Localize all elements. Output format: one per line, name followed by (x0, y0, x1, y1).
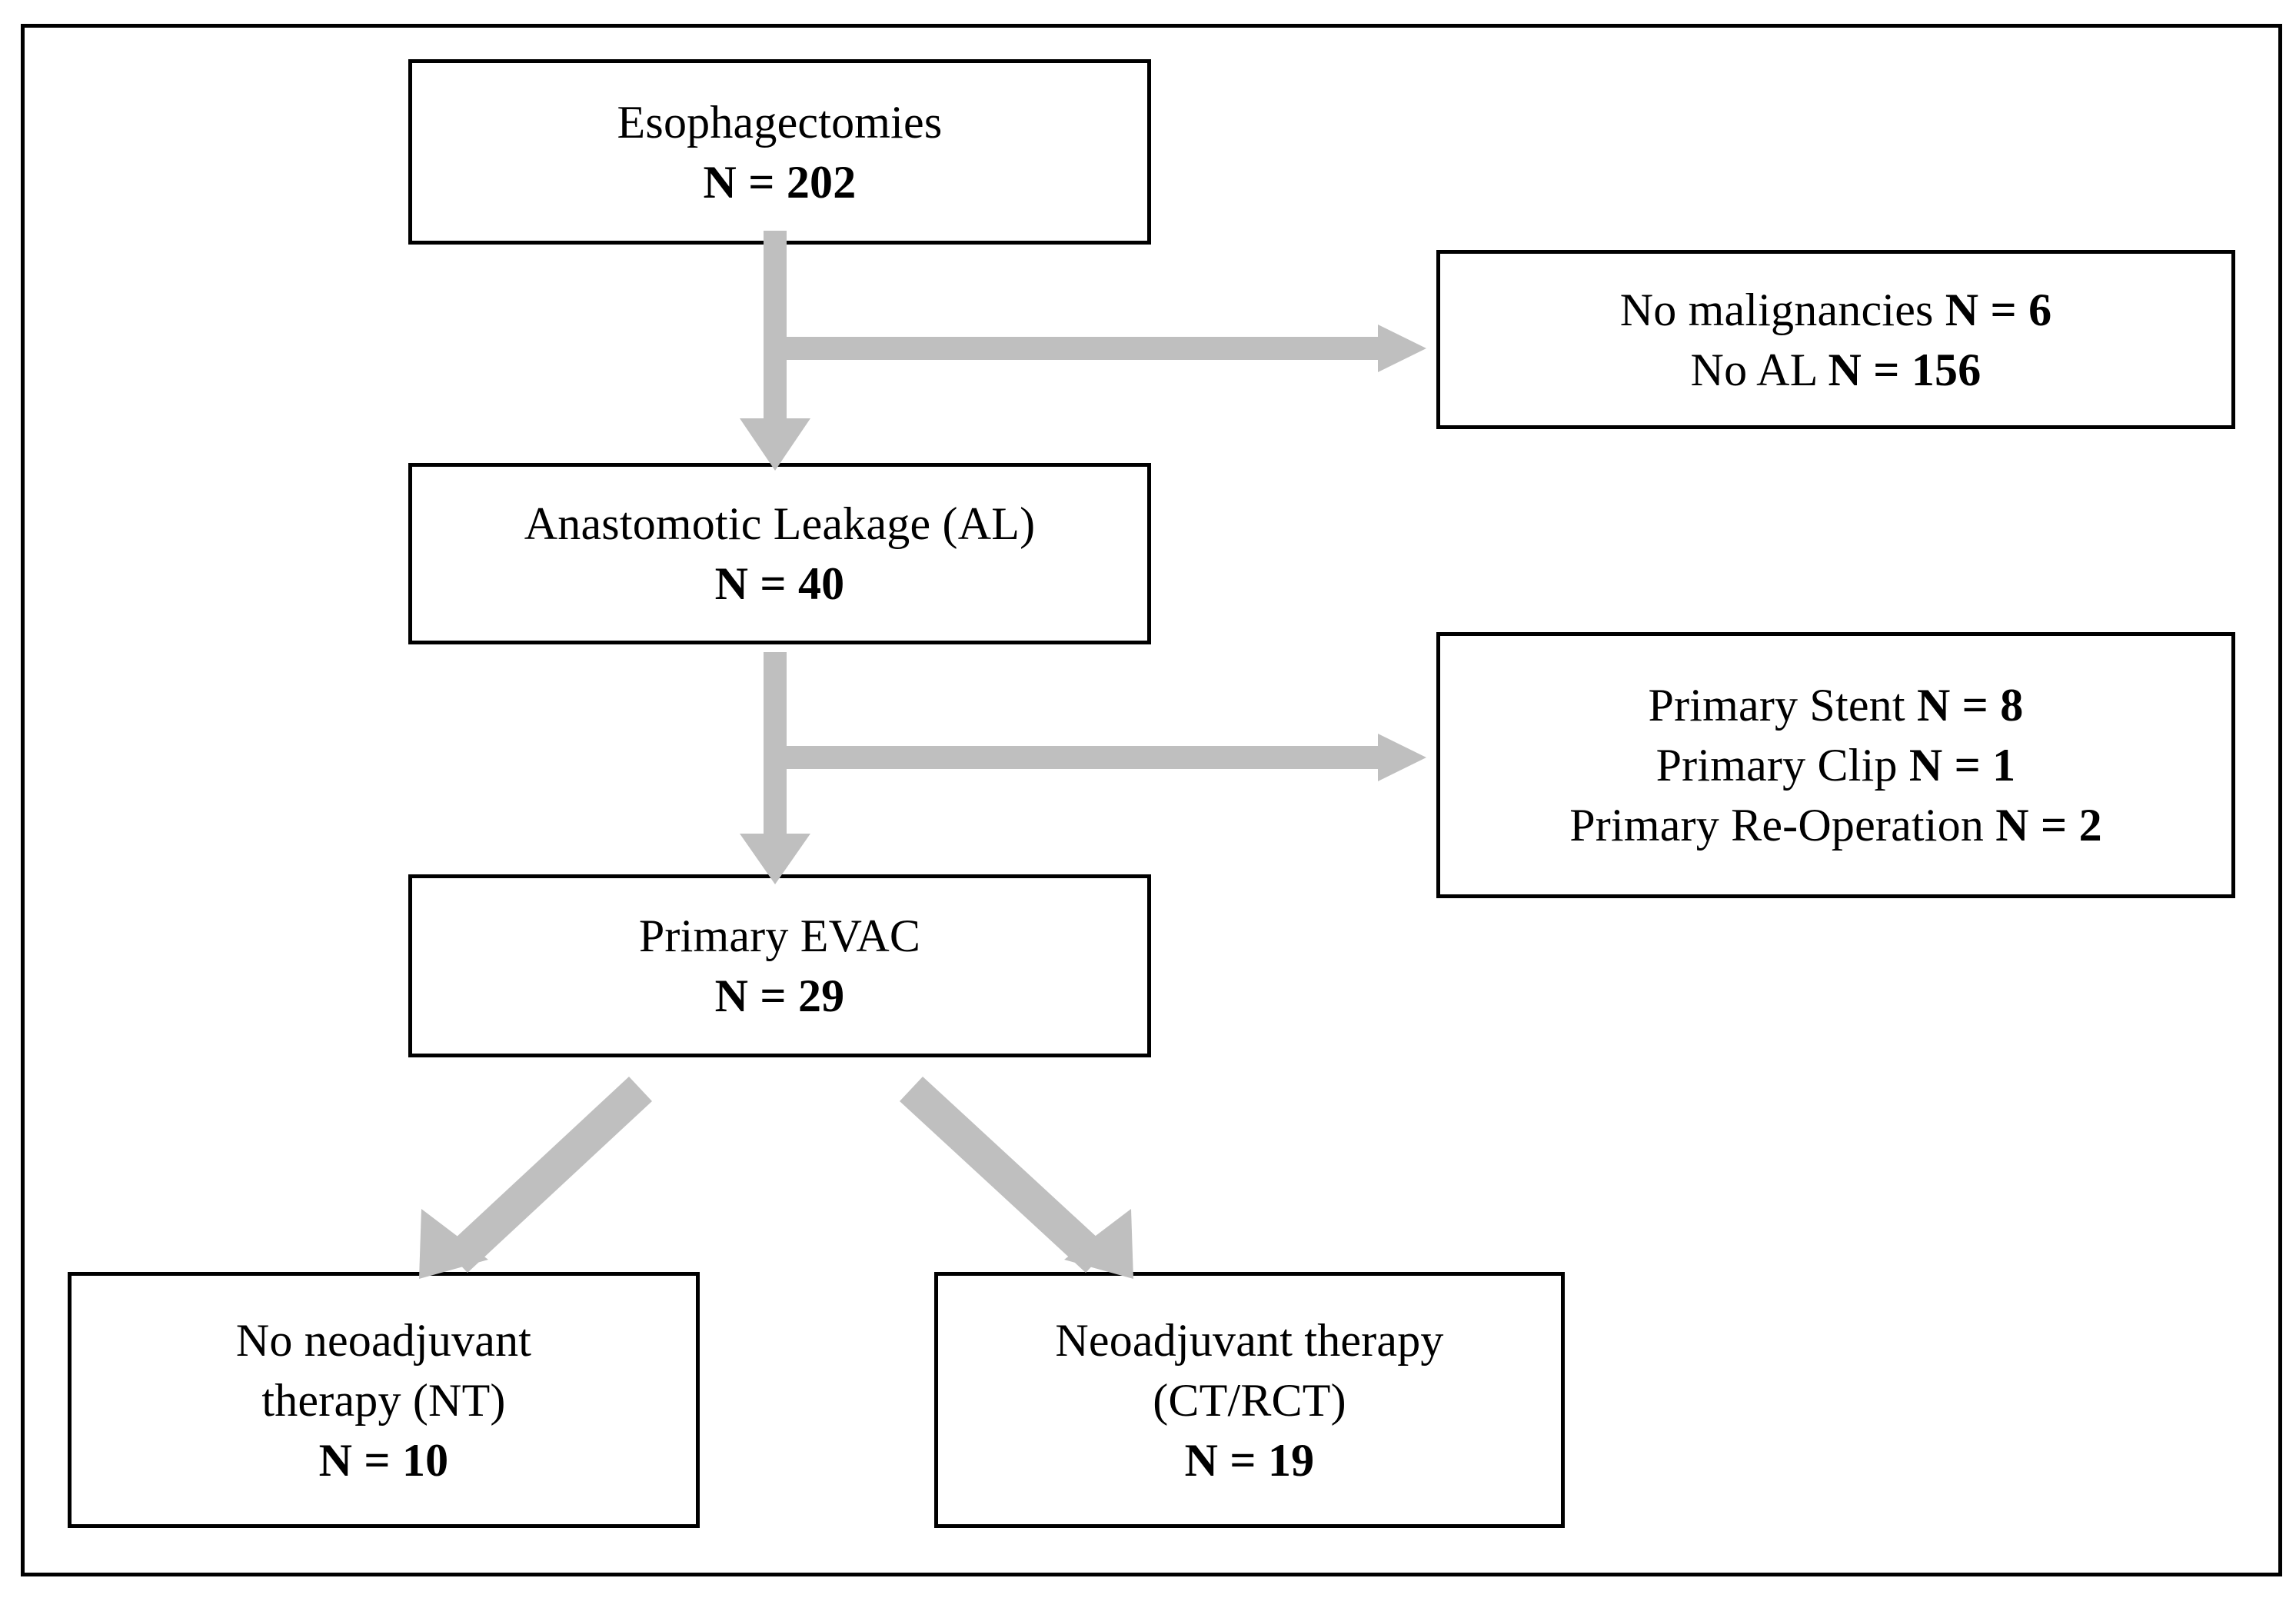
excluded-1-row-1-text: No malignancies (1619, 284, 1945, 335)
node-primary-evac: Primary EVAC N = 29 (408, 874, 1151, 1057)
node-esophagectomies-label: Esophagectomies (617, 96, 943, 148)
excluded-1-row-1: No malignancies N = 6 (1620, 280, 2052, 340)
node-nt-count: N = 19 (1184, 1434, 1315, 1486)
node-nt-line-1: Neoadjuvant therapy (1055, 1314, 1444, 1366)
node-no-nt-line-1: No neoadjuvant (235, 1314, 532, 1366)
excluded-2-row-1: Primary Stent N = 8 (1649, 675, 2024, 735)
node-primary-evac-count: N = 29 (714, 970, 845, 1021)
excluded-1-row-2-text: No AL (1690, 344, 1828, 395)
node-no-nt-line-2: therapy (NT) (261, 1374, 506, 1426)
excluded-2-row-3: Primary Re-Operation N = 2 (1569, 795, 2102, 855)
node-no-neoadjuvant-therapy: No neoadjuvant therapy (NT) N = 10 (68, 1272, 700, 1528)
excluded-1-row-2-count: N = 156 (1828, 344, 1982, 395)
excluded-2-row-2-text: Primary Clip (1655, 740, 1909, 791)
node-excluded-no-malignancies-no-al: No malignancies N = 6 No AL N = 156 (1436, 250, 2235, 429)
excluded-1-row-1-count: N = 6 (1945, 284, 2052, 335)
excluded-2-row-2: Primary Clip N = 1 (1656, 735, 2016, 795)
node-anastomotic-leakage: Anastomotic Leakage (AL) N = 40 (408, 463, 1151, 644)
node-primary-evac-label: Primary EVAC (638, 911, 921, 961)
node-no-nt-count: N = 10 (318, 1434, 449, 1486)
node-neoadjuvant-therapy: Neoadjuvant therapy (CT/RCT) N = 19 (934, 1272, 1565, 1528)
excluded-2-row-3-text: Primary Re-Operation (1569, 800, 1996, 851)
node-nt-line-2: (CT/RCT) (1153, 1374, 1346, 1426)
node-excluded-primary-treatments: Primary Stent N = 8 Primary Clip N = 1 P… (1436, 632, 2235, 898)
figure-outer-border (21, 24, 2282, 1576)
node-anastomotic-leakage-count: N = 40 (714, 558, 845, 609)
node-esophagectomies-count: N = 202 (703, 156, 857, 208)
excluded-2-row-2-count: N = 1 (1908, 740, 2016, 791)
excluded-1-row-2: No AL N = 156 (1691, 340, 1982, 400)
excluded-2-row-1-count: N = 8 (1916, 680, 2024, 731)
node-esophagectomies: Esophagectomies N = 202 (408, 59, 1151, 245)
node-anastomotic-leakage-label: Anastomotic Leakage (AL) (524, 498, 1036, 549)
excluded-2-row-1-text: Primary Stent (1648, 680, 1917, 731)
excluded-2-row-3-count: N = 2 (1995, 800, 2102, 851)
